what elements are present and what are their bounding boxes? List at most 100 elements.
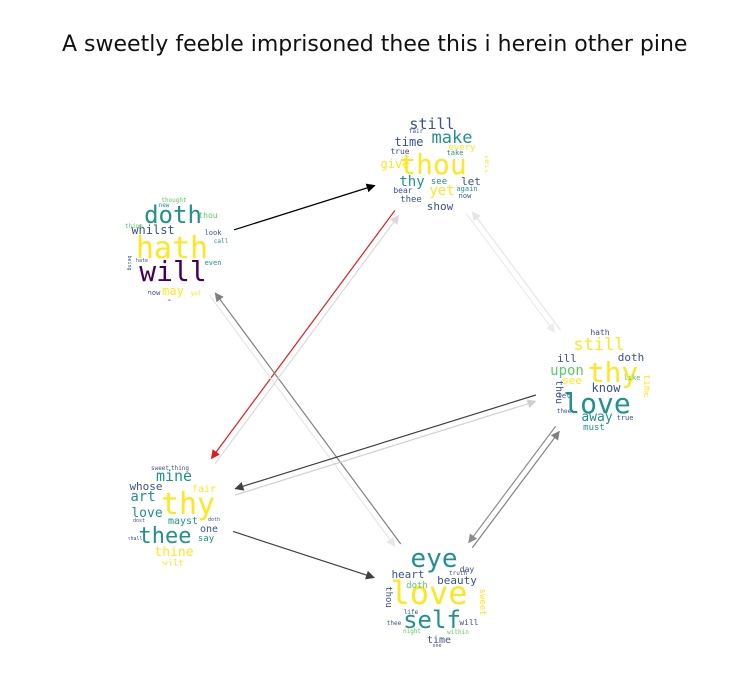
- cloud-word: will: [459, 618, 478, 627]
- cloud-word: see: [431, 177, 447, 187]
- cloud-word: upon: [550, 363, 584, 379]
- cloud-word: ill: [557, 352, 577, 365]
- cloud-word: must: [583, 423, 605, 433]
- edge-c-to-b: [471, 211, 562, 331]
- cloud-word: show: [427, 200, 454, 213]
- cloud-word: thy: [161, 487, 215, 522]
- cloud-word: day: [460, 565, 475, 574]
- cloud-word: true: [390, 147, 409, 156]
- cloud-word: still: [573, 335, 624, 355]
- cloud-word: will: [139, 255, 206, 288]
- cloud-word: beauty: [437, 574, 477, 587]
- nodes-layer: hathwilldothwhilstmaythounowdostlookeven…: [124, 112, 652, 649]
- cloud-word: may: [162, 284, 184, 298]
- cloud-word: again: [456, 185, 477, 193]
- cloud-word: dost: [133, 518, 145, 524]
- cloud-word: even: [205, 259, 222, 267]
- cloud-word: give: [381, 157, 410, 171]
- cloud-word: thine: [154, 545, 193, 560]
- cloud-word: thou: [553, 380, 564, 404]
- cloud-word: within: [447, 629, 469, 636]
- cloud-word: being: [126, 255, 132, 270]
- cloud-word: thou: [198, 211, 217, 220]
- cloud-word: thee: [400, 195, 422, 205]
- cloud-word: love: [390, 574, 467, 612]
- cloud-word: art: [130, 489, 155, 505]
- wordcloud-background: [542, 328, 646, 432]
- cloud-word: doth: [406, 581, 428, 591]
- cloud-word: thou: [383, 586, 393, 608]
- cloud-word: thine: [125, 223, 143, 230]
- edge-a-to-b: [233, 183, 376, 231]
- cloud-word: know: [592, 381, 622, 395]
- cloud-word: thing: [171, 465, 189, 472]
- cloud-word: dost: [155, 298, 172, 306]
- cloud-word: thy: [399, 174, 424, 190]
- diagram-title: A sweetly feeble imprisoned thee this i …: [62, 32, 688, 57]
- cloud-word: self: [403, 606, 461, 634]
- cloud-word: whilst: [131, 223, 174, 237]
- cloud-word: time: [427, 635, 451, 646]
- edge-d-to-e: [232, 530, 375, 580]
- cloud-word: time: [641, 374, 652, 398]
- cloud-word: time: [395, 135, 424, 149]
- cloud-word: thee: [387, 620, 402, 627]
- cloud-word: true: [617, 414, 634, 422]
- edge-c-to-d: [234, 394, 537, 491]
- cloud-word: truth: [449, 570, 467, 577]
- cloud-word: doth: [144, 201, 202, 229]
- cloud-word: hath: [590, 328, 609, 337]
- edge-e-to-a: [214, 292, 402, 545]
- cloud-word: make: [432, 128, 473, 148]
- cloud-word: new: [159, 202, 170, 209]
- edges-layer: [208, 183, 562, 580]
- cloud-word: fair: [409, 128, 424, 135]
- wordcloud-background: [382, 542, 486, 646]
- cloud-word: let: [461, 175, 481, 188]
- cloud-word: thee: [139, 524, 192, 549]
- cloud-word: like: [624, 374, 641, 382]
- cloud-word: away: [581, 410, 612, 425]
- cloud-word: sweet: [477, 588, 487, 615]
- cloud-word: hath: [136, 231, 208, 266]
- cloud-word: fair: [192, 484, 216, 495]
- cloud-word: call: [214, 238, 229, 245]
- cloud-word: mayst: [168, 516, 198, 527]
- edge-a-to-e: [208, 294, 396, 547]
- cloud-word: see: [562, 374, 582, 387]
- cloud-word: doth: [208, 517, 220, 523]
- cloud-word: life: [404, 609, 419, 616]
- cloud-word: thou: [399, 148, 466, 181]
- cloud-word: hate: [136, 258, 148, 264]
- cloud-word: look: [205, 229, 223, 237]
- edge-b-to-d: [210, 210, 396, 460]
- cloud-word: heart: [391, 568, 424, 581]
- cloud-word: take: [447, 149, 464, 157]
- cloud-word: yet: [429, 183, 454, 199]
- cloud-word: eye: [411, 544, 458, 574]
- cloud-word: bear: [393, 186, 412, 195]
- wordcloud-node-c: thylovestilluponknowawaydothillhathmusts…: [542, 328, 652, 433]
- cloud-word: one: [432, 643, 441, 649]
- cloud-word: thee: [557, 408, 572, 415]
- cloud-word: love: [131, 506, 162, 521]
- edge-d-to-b: [214, 214, 400, 464]
- cloud-word: wilt: [162, 559, 184, 569]
- wordcloud-node-a: hathwilldothwhilstmaythounowdostlookeven…: [124, 193, 229, 306]
- cloud-word: yet: [191, 290, 202, 297]
- edge-d-to-c: [234, 399, 537, 496]
- cloud-word: shall: [127, 536, 142, 542]
- cloud-word: mine: [156, 467, 192, 485]
- cloud-word: tell: [483, 154, 492, 173]
- edge-b-to-c: [465, 213, 556, 333]
- cloud-word: let: [558, 392, 571, 400]
- wordcloud-background: [125, 458, 229, 562]
- wordcloud-node-b: thoumakestilltimeyetthyshowgiveletseethe…: [381, 112, 492, 216]
- cloud-word: thought: [161, 197, 187, 204]
- cloud-word: now: [459, 192, 472, 200]
- wordcloud-background: [381, 112, 485, 216]
- edge-e-to-c: [471, 430, 560, 549]
